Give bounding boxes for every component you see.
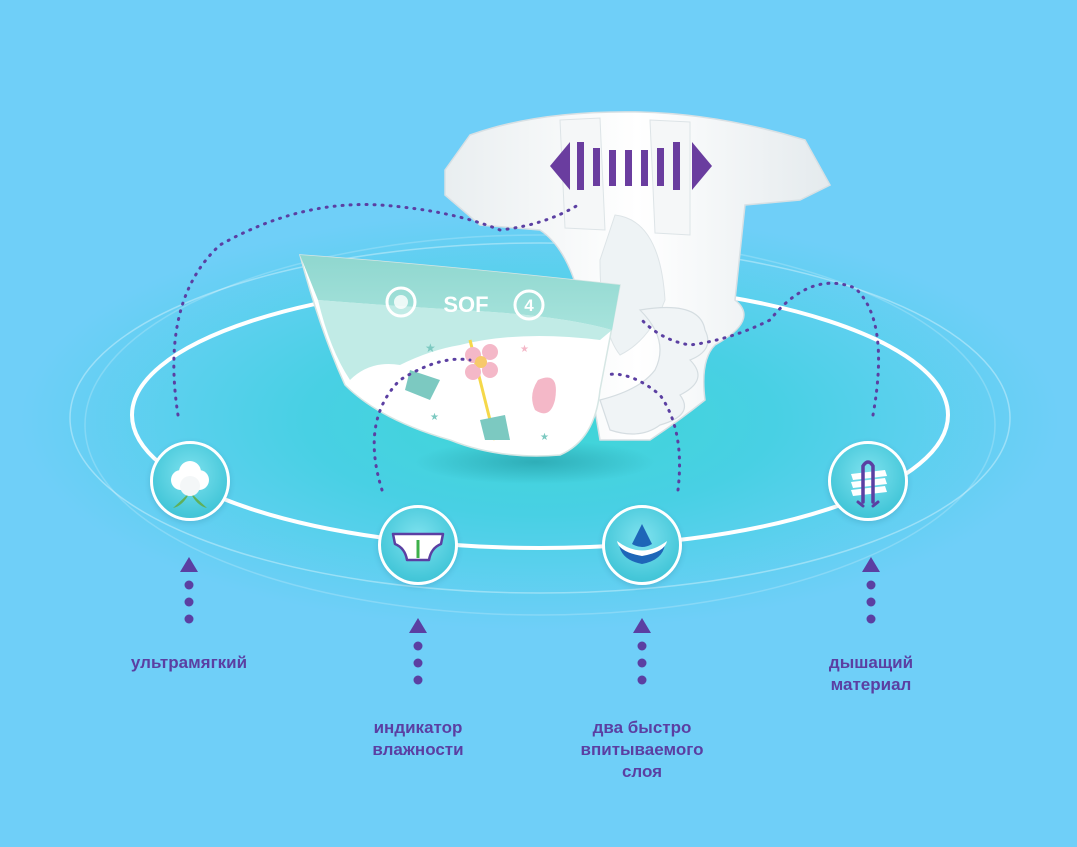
label-line: ультрамягкий bbox=[130, 653, 248, 672]
giraffe-print-icon bbox=[405, 370, 440, 400]
label-line: впитываемого bbox=[580, 740, 704, 759]
bunny-print-icon bbox=[532, 377, 556, 414]
pointer-arrows bbox=[180, 557, 880, 685]
breathable-layers-icon bbox=[828, 441, 908, 521]
cotton-icon bbox=[150, 441, 230, 521]
star-print-icon: ★ bbox=[540, 432, 549, 443]
feature-label-breathable: дышащий материал bbox=[771, 652, 971, 696]
outer-ring bbox=[84, 234, 996, 616]
feature-label-soft: ультрамягкий bbox=[89, 652, 289, 674]
diaper-illustration: 4 SOF ★ ★ ★ ★ bbox=[299, 111, 832, 457]
label-line: индикатор bbox=[373, 718, 463, 737]
star-print-icon: ★ bbox=[425, 341, 436, 355]
absorb-layers-icon bbox=[602, 505, 682, 585]
diaper-indicator-icon bbox=[378, 505, 458, 585]
bottle-print-icon bbox=[480, 415, 510, 440]
feature-label-absorb: два быстро впитываемого слоя bbox=[542, 717, 742, 783]
star-print-icon: ★ bbox=[520, 344, 529, 355]
label-line: слоя bbox=[621, 762, 663, 781]
brand-logo: SOF bbox=[443, 292, 488, 317]
outer-ring bbox=[69, 242, 1011, 594]
label-line: влажности bbox=[372, 740, 464, 759]
flower-print-icon bbox=[465, 344, 498, 380]
diaper-shadow bbox=[415, 440, 655, 484]
connector-lines bbox=[172, 203, 881, 492]
feature-label-wetness: индикатор влажности bbox=[318, 717, 518, 761]
label-line: материал bbox=[830, 675, 912, 694]
size-number: 4 bbox=[524, 296, 534, 315]
label-line: дышащий bbox=[828, 653, 914, 672]
star-print-icon: ★ bbox=[430, 412, 439, 423]
label-line: два быстро bbox=[592, 718, 692, 737]
